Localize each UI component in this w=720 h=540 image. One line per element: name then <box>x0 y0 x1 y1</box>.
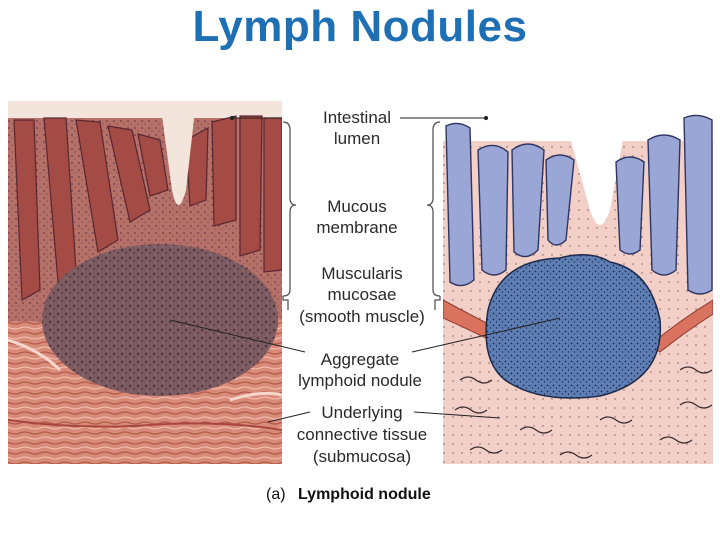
label-aggregate-nodule-line1: Aggregate <box>321 350 399 369</box>
leader-lines <box>169 115 561 423</box>
right-bracket-group <box>426 121 441 310</box>
figure-caption: (a) Lymphoid nodule <box>266 486 431 503</box>
label-intestinal-lumen-line1: Intestinal <box>323 108 391 127</box>
label-connective-tissue-line2: connective tissue <box>297 425 427 444</box>
micrograph-panel <box>8 101 282 464</box>
label-muscularis-mucosae-line1: Muscularis <box>321 264 402 283</box>
label-aggregate-nodule-line2: lymphoid nodule <box>298 371 422 390</box>
label-muscularis-mucosae-line2: mucosae <box>328 285 397 304</box>
label-intestinal-lumen-line2: lumen <box>334 129 380 148</box>
caption-prefix: (a) <box>266 486 286 503</box>
left-bracket-group <box>282 121 297 310</box>
label-mucous-membrane-line2: membrane <box>316 218 397 237</box>
label-intestinal-lumen: Intestinal lumen <box>323 108 391 148</box>
label-connective-tissue-line3: (submucosa) <box>313 447 411 466</box>
illustration-panel <box>443 101 713 464</box>
label-connective-tissue-line1: Underlying <box>321 403 402 422</box>
caption-text: Lymphoid nodule <box>298 486 431 503</box>
label-mucous-membrane-line1: Mucous <box>327 197 387 216</box>
slide-title: Lymph Nodules <box>192 2 528 51</box>
label-aggregate-nodule: Aggregate lymphoid nodule <box>298 350 422 390</box>
label-connective-tissue: Underlying connective tissue (submucosa) <box>297 403 427 466</box>
label-muscularis-mucosae-line3: (smooth muscle) <box>299 307 425 326</box>
label-muscularis-mucosae: Muscularis mucosae (smooth muscle) <box>299 264 425 326</box>
label-mucous-membrane: Mucous membrane <box>316 197 397 237</box>
